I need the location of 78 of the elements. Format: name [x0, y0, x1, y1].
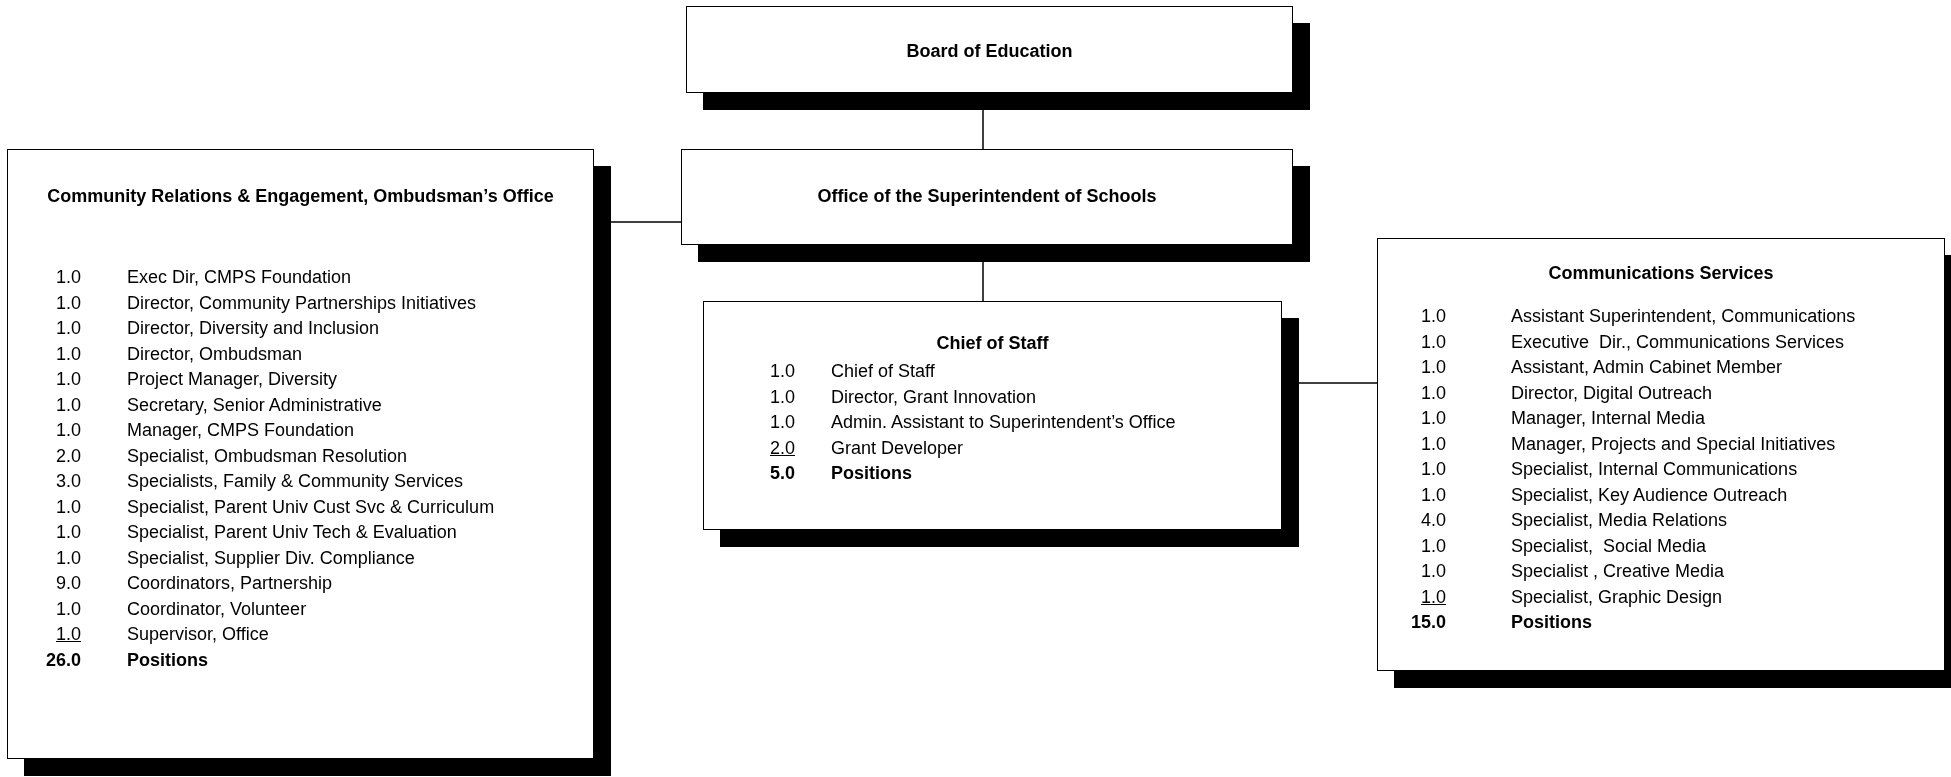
position-count: 1.0: [1420, 330, 1446, 354]
position-title: Director, Grant Innovation: [831, 385, 1037, 409]
position-count: 1.0: [1420, 560, 1446, 583]
position-title: Specialist, Graphic Design: [1511, 585, 1723, 609]
position-count: 1.0: [1420, 483, 1446, 507]
position-count: 1.0: [769, 360, 795, 383]
box-heading: Community Relations & Engagement, Ombudsman’s Office: [46, 185, 555, 208]
position-count: 9.0: [55, 572, 81, 595]
position-count: 4.0: [1420, 509, 1446, 532]
position-title: Specialist, Internal Communications: [1511, 458, 1798, 481]
position-count: 1.0: [1420, 381, 1446, 405]
position-title: Specialist, Social Media: [1511, 534, 1707, 558]
org-box: [681, 149, 1293, 245]
position-count: 1.0: [55, 521, 81, 544]
total-label: Positions: [127, 648, 208, 672]
position-title: Supervisor, Office: [127, 623, 269, 646]
position-title: Chief of Staff: [831, 360, 935, 383]
position-title: Specialists, Family & Community Services: [127, 470, 464, 493]
position-title: Coordinators, Partnership: [127, 572, 333, 595]
position-count: 2.0: [769, 436, 795, 460]
position-count: 2.0: [55, 444, 81, 468]
position-title: Director, Ombudsman: [127, 342, 303, 366]
position-count: 1.0: [1420, 534, 1446, 558]
position-title: Project Manager, Diversity: [127, 368, 338, 391]
org-box: [686, 6, 1293, 93]
position-count: 1.0: [55, 393, 81, 417]
position-title: Specialist, Media Relations: [1511, 509, 1728, 532]
box-heading: Board of Education: [905, 40, 1074, 63]
position-count: 1.0: [769, 411, 795, 434]
org-box: [7, 149, 594, 759]
position-count: 1.0: [55, 419, 81, 442]
total-label: Positions: [831, 462, 912, 485]
position-title: Admin. Assistant to Superintendent’s Office: [831, 411, 1176, 434]
total-count: 26.0: [45, 648, 81, 672]
position-title: Specialist, Key Audience Outreach: [1511, 483, 1788, 507]
position-count: 1.0: [55, 317, 81, 340]
position-count: 1.0: [55, 623, 81, 646]
box-heading: Chief of Staff: [935, 332, 1050, 355]
position-title: Secretary, Senior Administrative: [127, 393, 382, 417]
position-count: 1.0: [55, 495, 81, 519]
total-count: 5.0: [769, 462, 795, 485]
position-count: 1.0: [55, 546, 81, 570]
position-count: 1.0: [1420, 356, 1446, 379]
position-title: Director, Community Partnerships Initiatives: [127, 291, 477, 315]
position-count: 1.0: [1420, 407, 1446, 430]
position-title: Assistant Superintendent, Communications: [1511, 305, 1856, 328]
position-title: Director, Digital Outreach: [1511, 381, 1713, 405]
position-title: Manager, CMPS Foundation: [127, 419, 355, 442]
position-title: Specialist, Supplier Div. Compliance: [127, 546, 415, 570]
position-title: Specialist , Creative Media: [1511, 560, 1725, 583]
position-title: Manager, Internal Media: [1511, 407, 1706, 430]
org-box: [703, 301, 1282, 530]
position-title: Specialist, Parent Univ Cust Svc & Curriculum: [127, 495, 495, 519]
position-title: Manager, Projects and Special Initiatives: [1511, 432, 1836, 456]
position-count: 3.0: [55, 470, 81, 493]
position-title: Exec Dir, CMPS Foundation: [127, 266, 352, 289]
position-title: Coordinator, Volunteer: [127, 597, 307, 621]
position-title: Grant Developer: [831, 436, 964, 460]
position-count: 1.0: [1420, 432, 1446, 456]
position-title: Director, Diversity and Inclusion: [127, 317, 380, 340]
position-count: 1.0: [1420, 585, 1446, 609]
box-heading: Office of the Superintendent of Schools: [816, 185, 1158, 208]
org-box: [1377, 238, 1945, 671]
position-count: 1.0: [55, 266, 81, 289]
box-heading: Communications Services: [1547, 262, 1775, 285]
position-title: Executive Dir., Communications Services: [1511, 330, 1845, 354]
total-count: 15.0: [1410, 611, 1446, 634]
position-count: 1.0: [769, 385, 795, 409]
position-title: Specialist, Ombudsman Resolution: [127, 444, 408, 468]
position-count: 1.0: [55, 291, 81, 315]
position-title: Specialist, Parent Univ Tech & Evaluation: [127, 521, 457, 544]
position-count: 1.0: [55, 597, 81, 621]
position-count: 1.0: [1420, 305, 1446, 328]
total-label: Positions: [1511, 611, 1592, 634]
position-count: 1.0: [1420, 458, 1446, 481]
position-title: Assistant, Admin Cabinet Member: [1511, 356, 1783, 379]
position-count: 1.0: [55, 368, 81, 391]
position-count: 1.0: [55, 342, 81, 366]
